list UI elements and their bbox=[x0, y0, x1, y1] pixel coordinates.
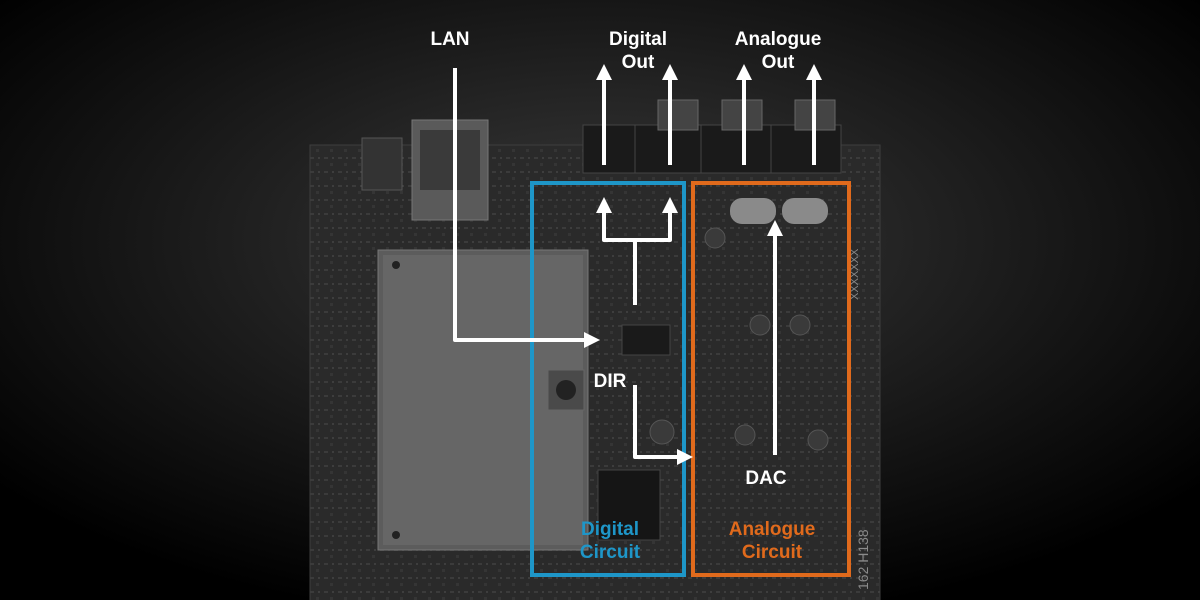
analogue-circuit-label-line1: Analogue bbox=[729, 519, 816, 540]
memory-chip bbox=[597, 469, 661, 541]
dir-to-digital-out-right-arrow bbox=[635, 197, 678, 242]
digital-circuit-label-line1: Digital bbox=[581, 519, 639, 540]
output-jacks bbox=[582, 99, 842, 174]
analogue-circuit-box bbox=[691, 181, 851, 577]
analogue-out-label-line2: Out bbox=[762, 52, 795, 73]
dir-label: DIR bbox=[594, 371, 627, 392]
digital-out-label-line1: Digital bbox=[609, 29, 667, 50]
dir-to-digital-out-left-arrow bbox=[596, 197, 637, 305]
lan-arrow bbox=[453, 68, 600, 348]
analogue-out-label-line1: Analogue bbox=[735, 29, 822, 50]
pcb-board: 162 H138 XXXXXXX bbox=[309, 99, 881, 600]
signal-arrows bbox=[453, 64, 822, 465]
dir-to-dac-arrow bbox=[633, 385, 693, 465]
digital-out-label-line2: Out bbox=[622, 52, 655, 73]
board-marking-2: XXXXXXX bbox=[849, 248, 861, 300]
digital-circuit-box bbox=[530, 181, 686, 577]
lan-label: LAN bbox=[430, 29, 469, 50]
board-marking: 162 H138 bbox=[855, 529, 871, 590]
analogue-circuit-label-line2: Circuit bbox=[742, 542, 803, 563]
digital-circuit-label-line2: Circuit bbox=[580, 542, 641, 563]
dir-chip bbox=[621, 324, 671, 356]
dac-label: DAC bbox=[745, 468, 786, 489]
